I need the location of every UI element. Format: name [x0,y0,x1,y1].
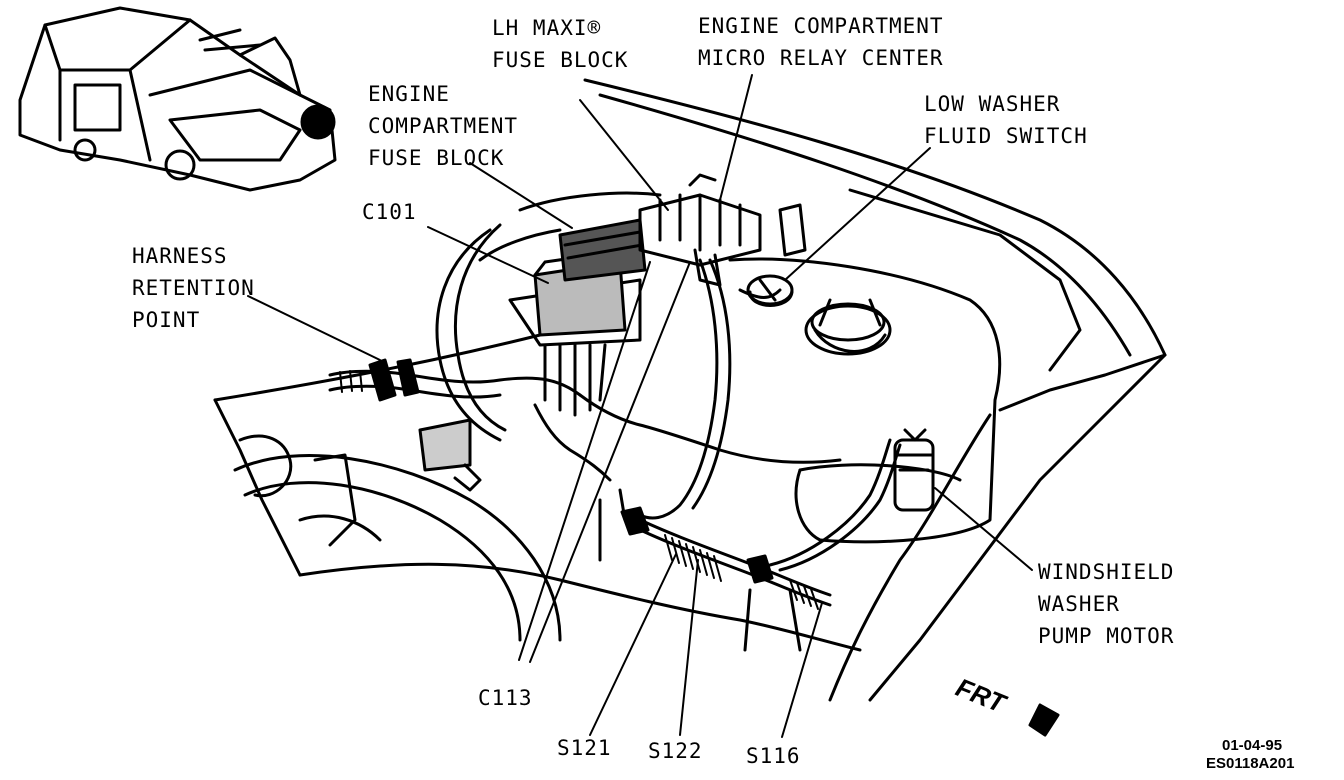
label-engine-compartment-micro-relay-center: ENGINE COMPARTMENT MICRO RELAY CENTER [698,14,944,70]
label-c101: C101 [362,200,417,224]
label-engine-compartment-fuse-block: ENGINE COMPARTMENT FUSE BLOCK [368,82,519,170]
label-lh-maxi-fuse-block: LH MAXI® FUSE BLOCK [492,16,629,72]
label-harness-retention-point: HARNESS RETENTION POINT [132,244,255,332]
label-c113: C113 [478,686,533,710]
label-low-washer-fluid-switch: LOW WASHER FLUID SWITCH [924,92,1088,148]
label-s116: S116 [746,744,801,768]
label-s122: S122 [648,739,703,763]
footer-date: 01-04-95 [1222,737,1283,754]
vehicle-locator-thumbnail [18,6,337,192]
label-s121: S121 [557,736,612,760]
label-windshield-washer-pump-motor: WINDSHIELD WASHER PUMP MOTOR [1038,560,1175,648]
footer-figure-code: ES0118A201 [1206,755,1295,772]
